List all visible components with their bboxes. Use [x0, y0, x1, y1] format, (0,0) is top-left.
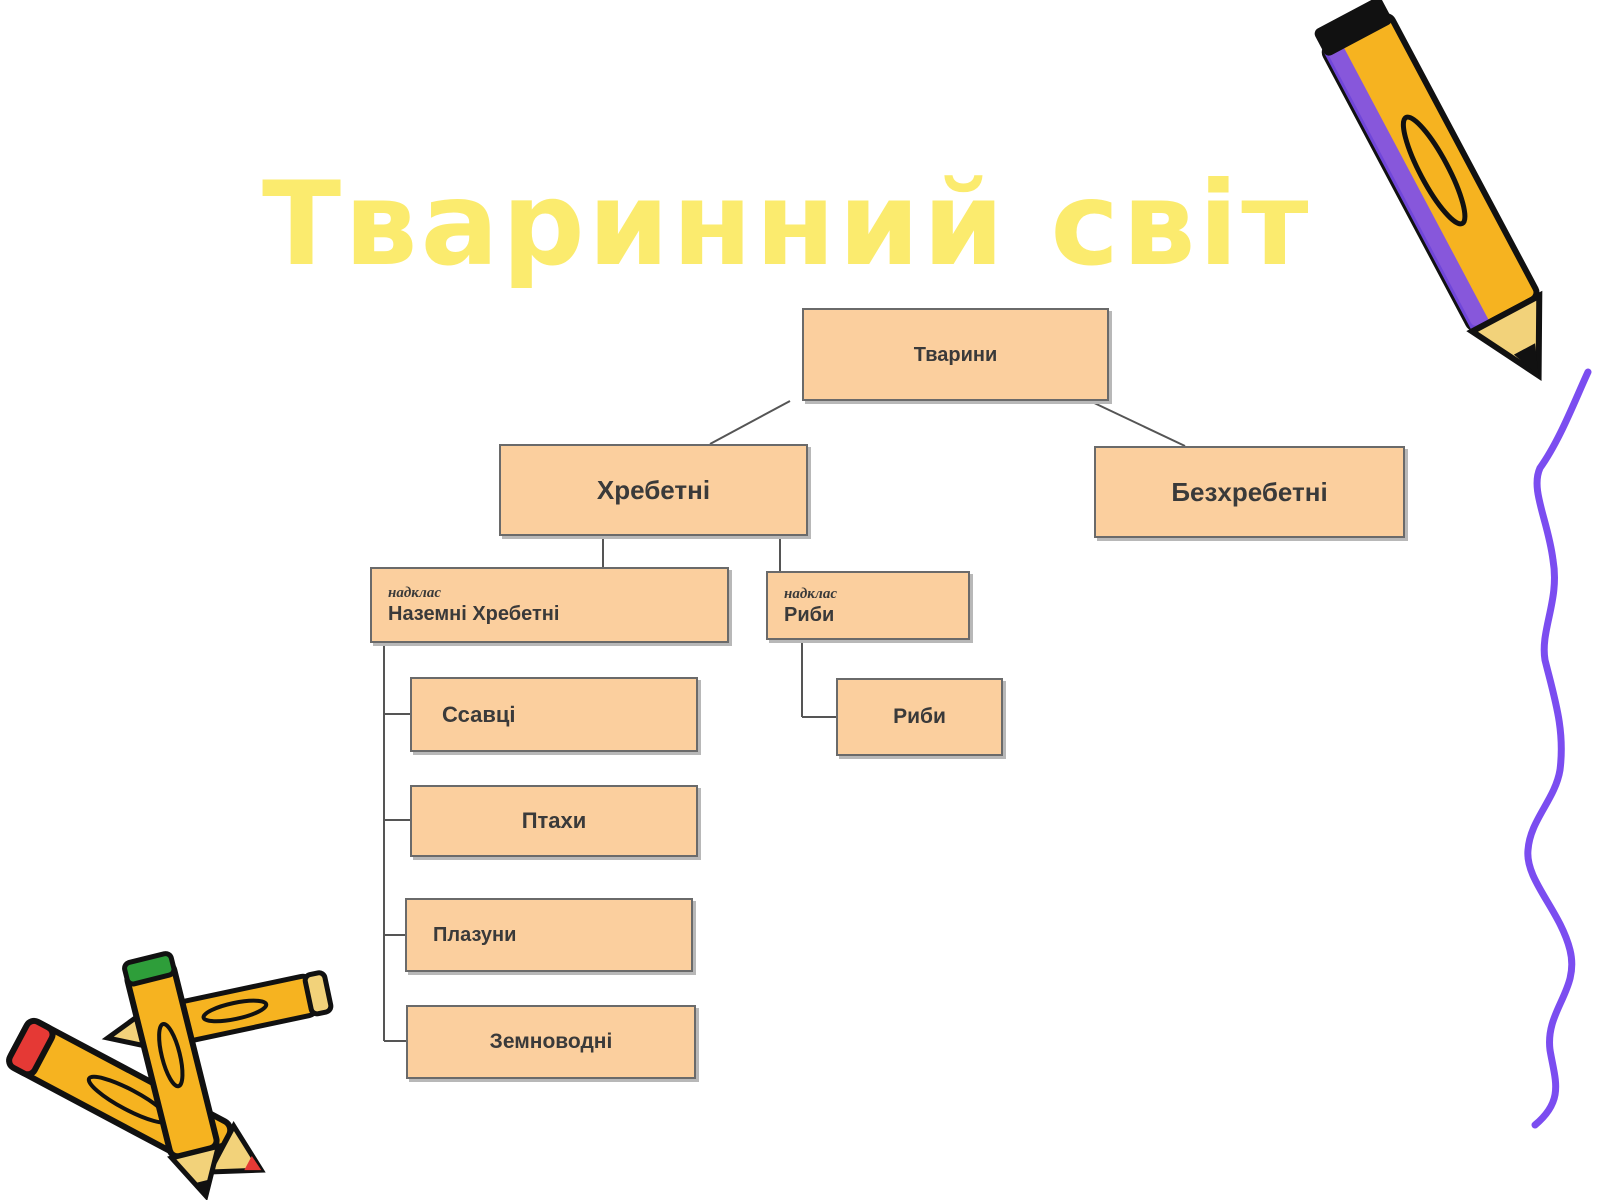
box-mammals-label: Ссавці	[442, 701, 516, 727]
box-reptiles: Плазуни	[405, 898, 693, 972]
connector-root-vertebrates	[709, 400, 791, 445]
box-fish-superclass: надклас Риби	[766, 571, 970, 640]
box-fish-class-label: Риби	[893, 705, 946, 728]
box-invertebrates: Безхребетні	[1094, 446, 1405, 538]
box-invertebrates-label: Безхребетні	[1171, 477, 1328, 507]
box-mammals: Ссавці	[410, 677, 698, 752]
box-vertebrates-label: Хребетні	[596, 475, 711, 505]
page-title: Тваринний світ	[262, 157, 1312, 292]
box-animals-label: Тварини	[913, 343, 998, 366]
box-animals: Тварини	[802, 308, 1109, 401]
box-amphibians-label: Земноводні	[489, 1030, 613, 1053]
box-amphibians: Земноводні	[406, 1005, 696, 1079]
box-birds: Птахи	[410, 785, 698, 857]
box-vertebrates: Хребетні	[499, 444, 808, 536]
box-fish-class: Риби	[836, 678, 1003, 756]
box-terrestrial-label: Наземні Хребетні	[388, 603, 560, 625]
box-fish-superclass-label: Риби	[784, 603, 835, 626]
box-birds-label: Птахи	[521, 808, 587, 833]
box-terrestrial-vertebrates: надклас Наземні Хребетні	[370, 567, 729, 643]
box-reptiles-label: Плазуни	[433, 924, 517, 946]
connector-root-invertebrates	[1089, 400, 1186, 447]
box-fish-small-label: надклас	[784, 585, 838, 602]
box-terrestrial-small-label: надклас	[388, 585, 442, 601]
